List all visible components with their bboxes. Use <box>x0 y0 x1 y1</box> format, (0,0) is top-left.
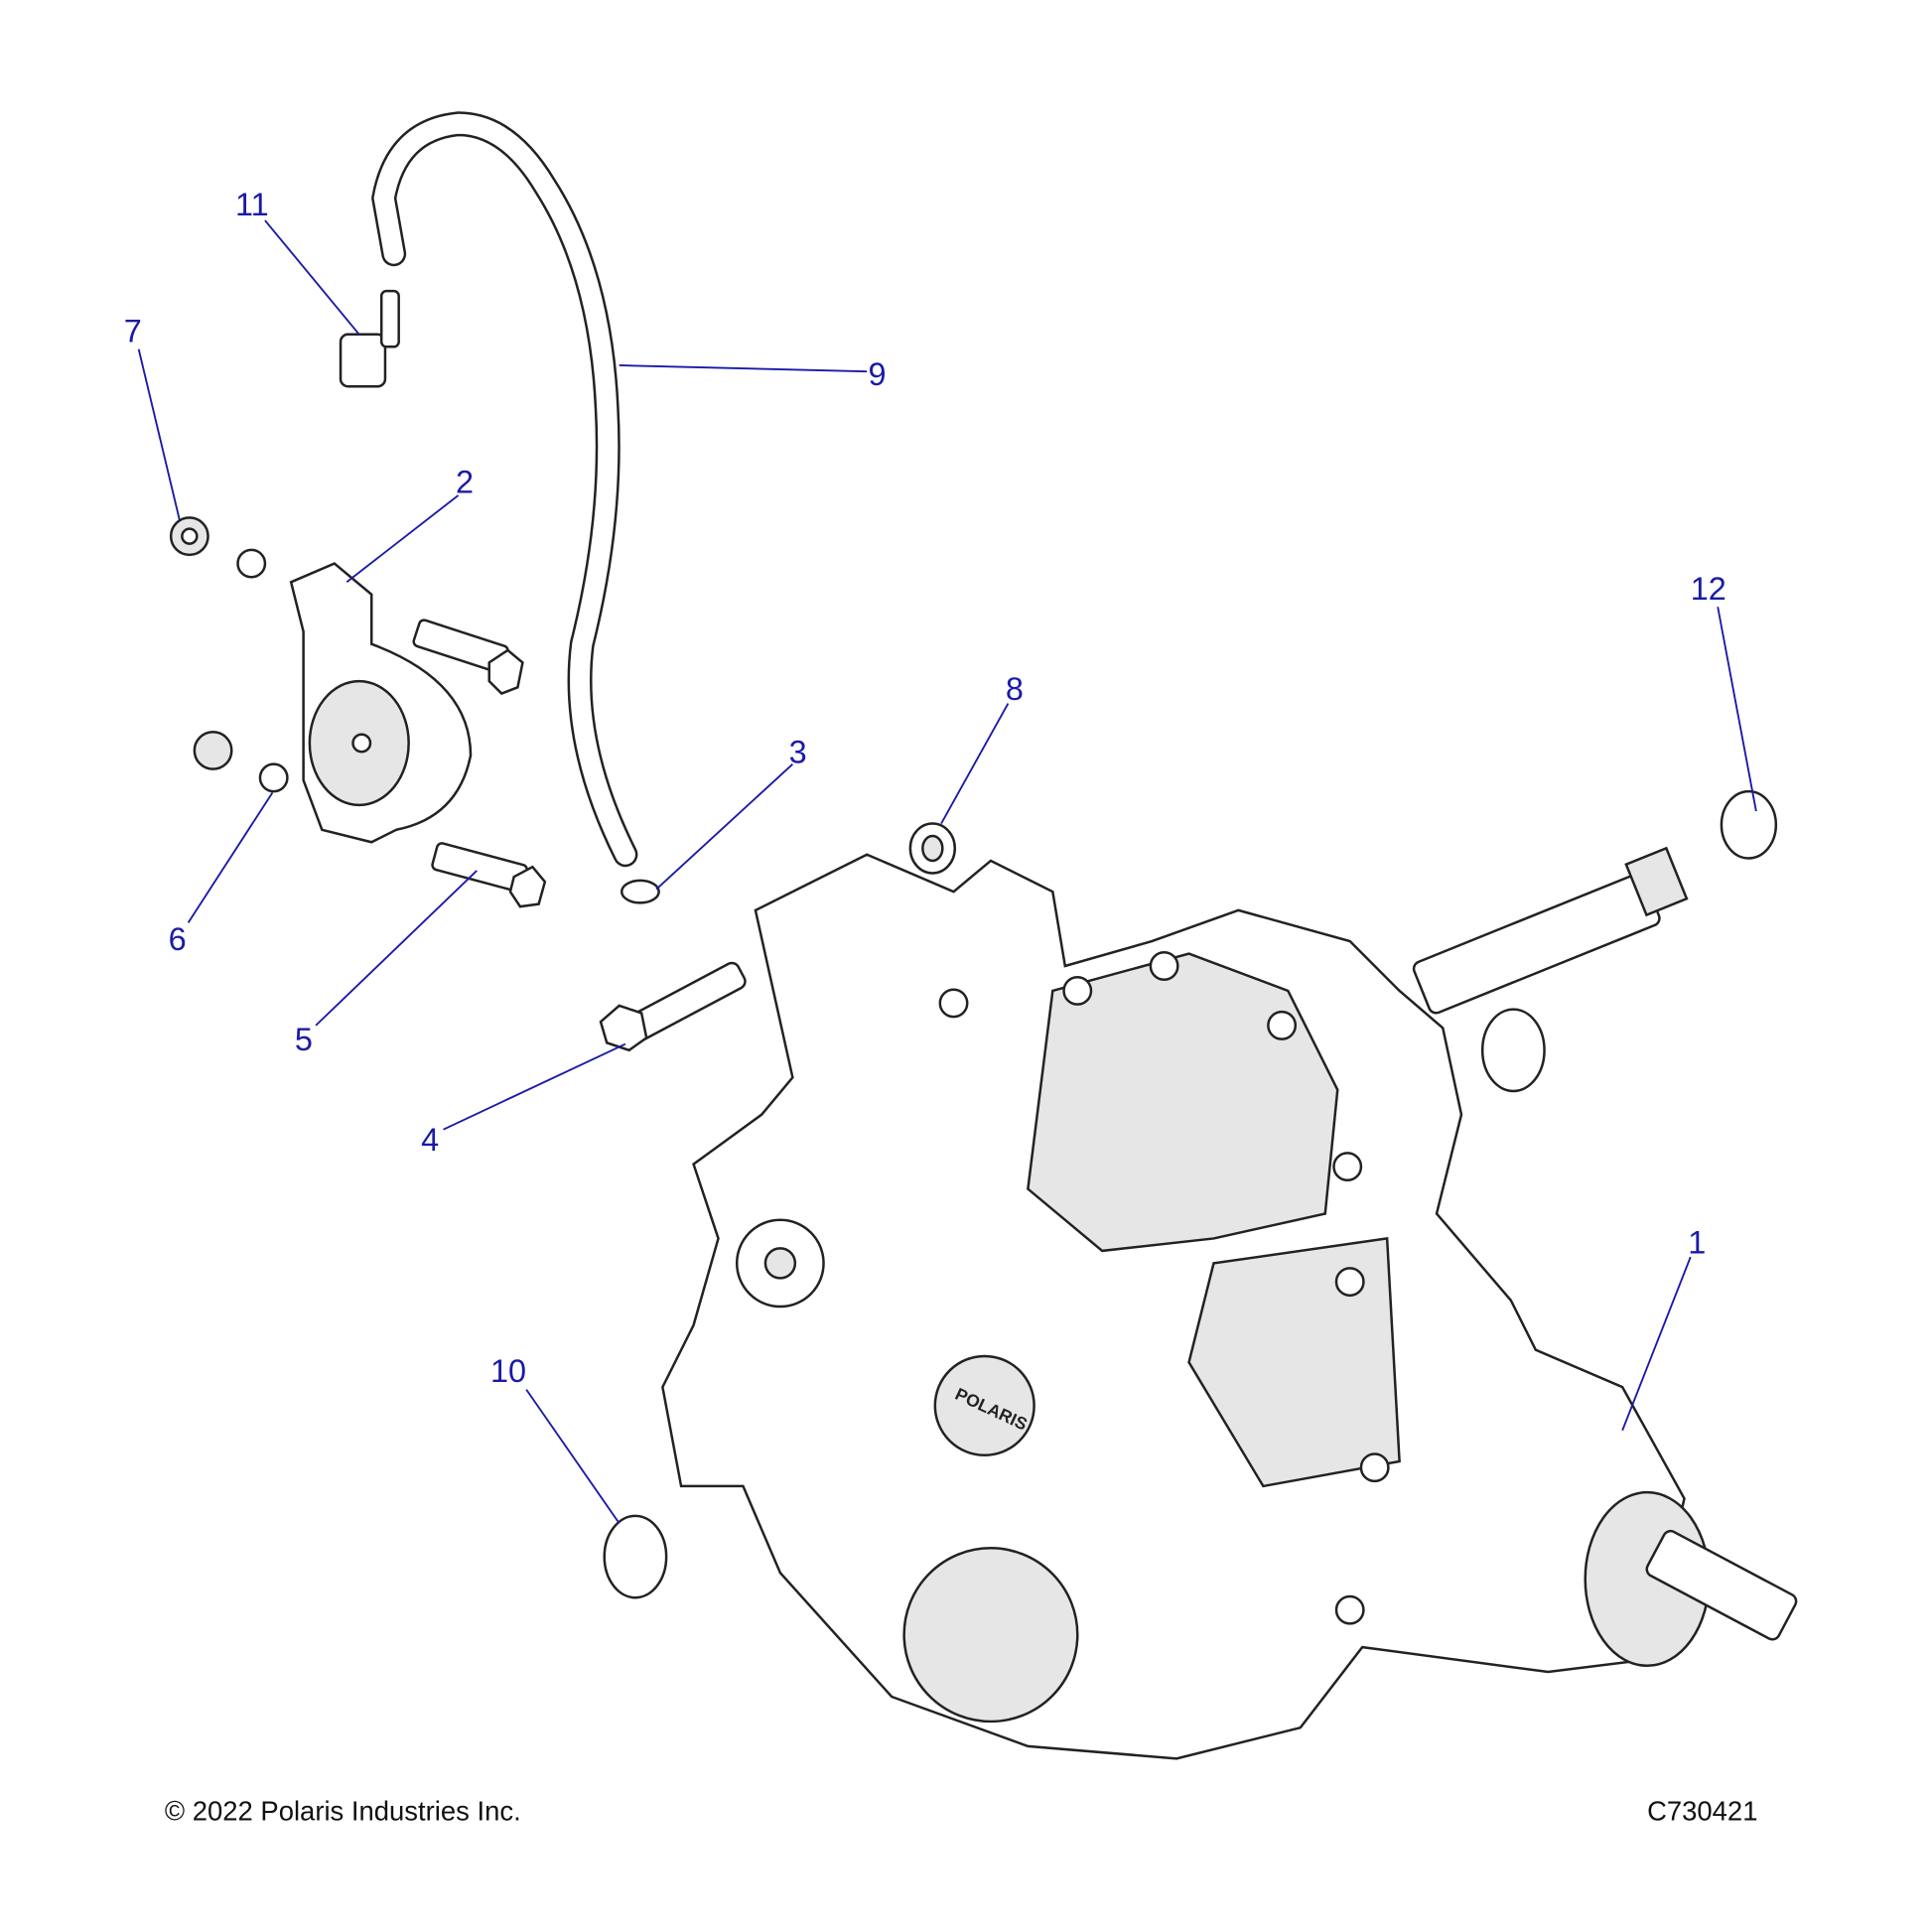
callout-5: 5 <box>295 1022 313 1057</box>
callout-10: 10 <box>490 1353 526 1389</box>
callout-1: 1 <box>1688 1224 1706 1260</box>
callout-12: 12 <box>1691 571 1726 607</box>
callout-2: 2 <box>456 464 474 499</box>
bolt-upper[interactable] <box>412 619 524 696</box>
callout-7: 7 <box>124 313 142 348</box>
transmission-assembly[interactable]: POLARIS <box>661 846 1798 1760</box>
callout-3: 3 <box>789 734 807 769</box>
callout-8: 8 <box>1006 671 1024 707</box>
callout-4: 4 <box>421 1122 439 1158</box>
vent-fitting[interactable] <box>339 289 400 388</box>
o-ring-shaft[interactable] <box>1480 1008 1546 1093</box>
washer[interactable] <box>236 548 267 579</box>
cover-boss <box>902 1547 1079 1724</box>
nut[interactable] <box>193 730 233 770</box>
snap-ring-12[interactable] <box>1720 789 1778 860</box>
o-ring-10[interactable] <box>603 1514 668 1599</box>
washer-6[interactable] <box>258 762 289 793</box>
callout-11: 11 <box>235 187 269 222</box>
diagram-id: C730421 <box>1647 1796 1757 1827</box>
bolt-4[interactable] <box>599 960 748 1052</box>
hose-clamp[interactable] <box>620 879 660 904</box>
leader-lines <box>137 219 1757 1524</box>
callout-9: 9 <box>868 356 886 392</box>
bolt-5[interactable] <box>431 842 547 908</box>
speed-sensor[interactable] <box>289 562 473 844</box>
copyright-text: © 2022 Polaris Industries Inc. <box>165 1796 521 1827</box>
callout-6: 6 <box>169 921 187 957</box>
